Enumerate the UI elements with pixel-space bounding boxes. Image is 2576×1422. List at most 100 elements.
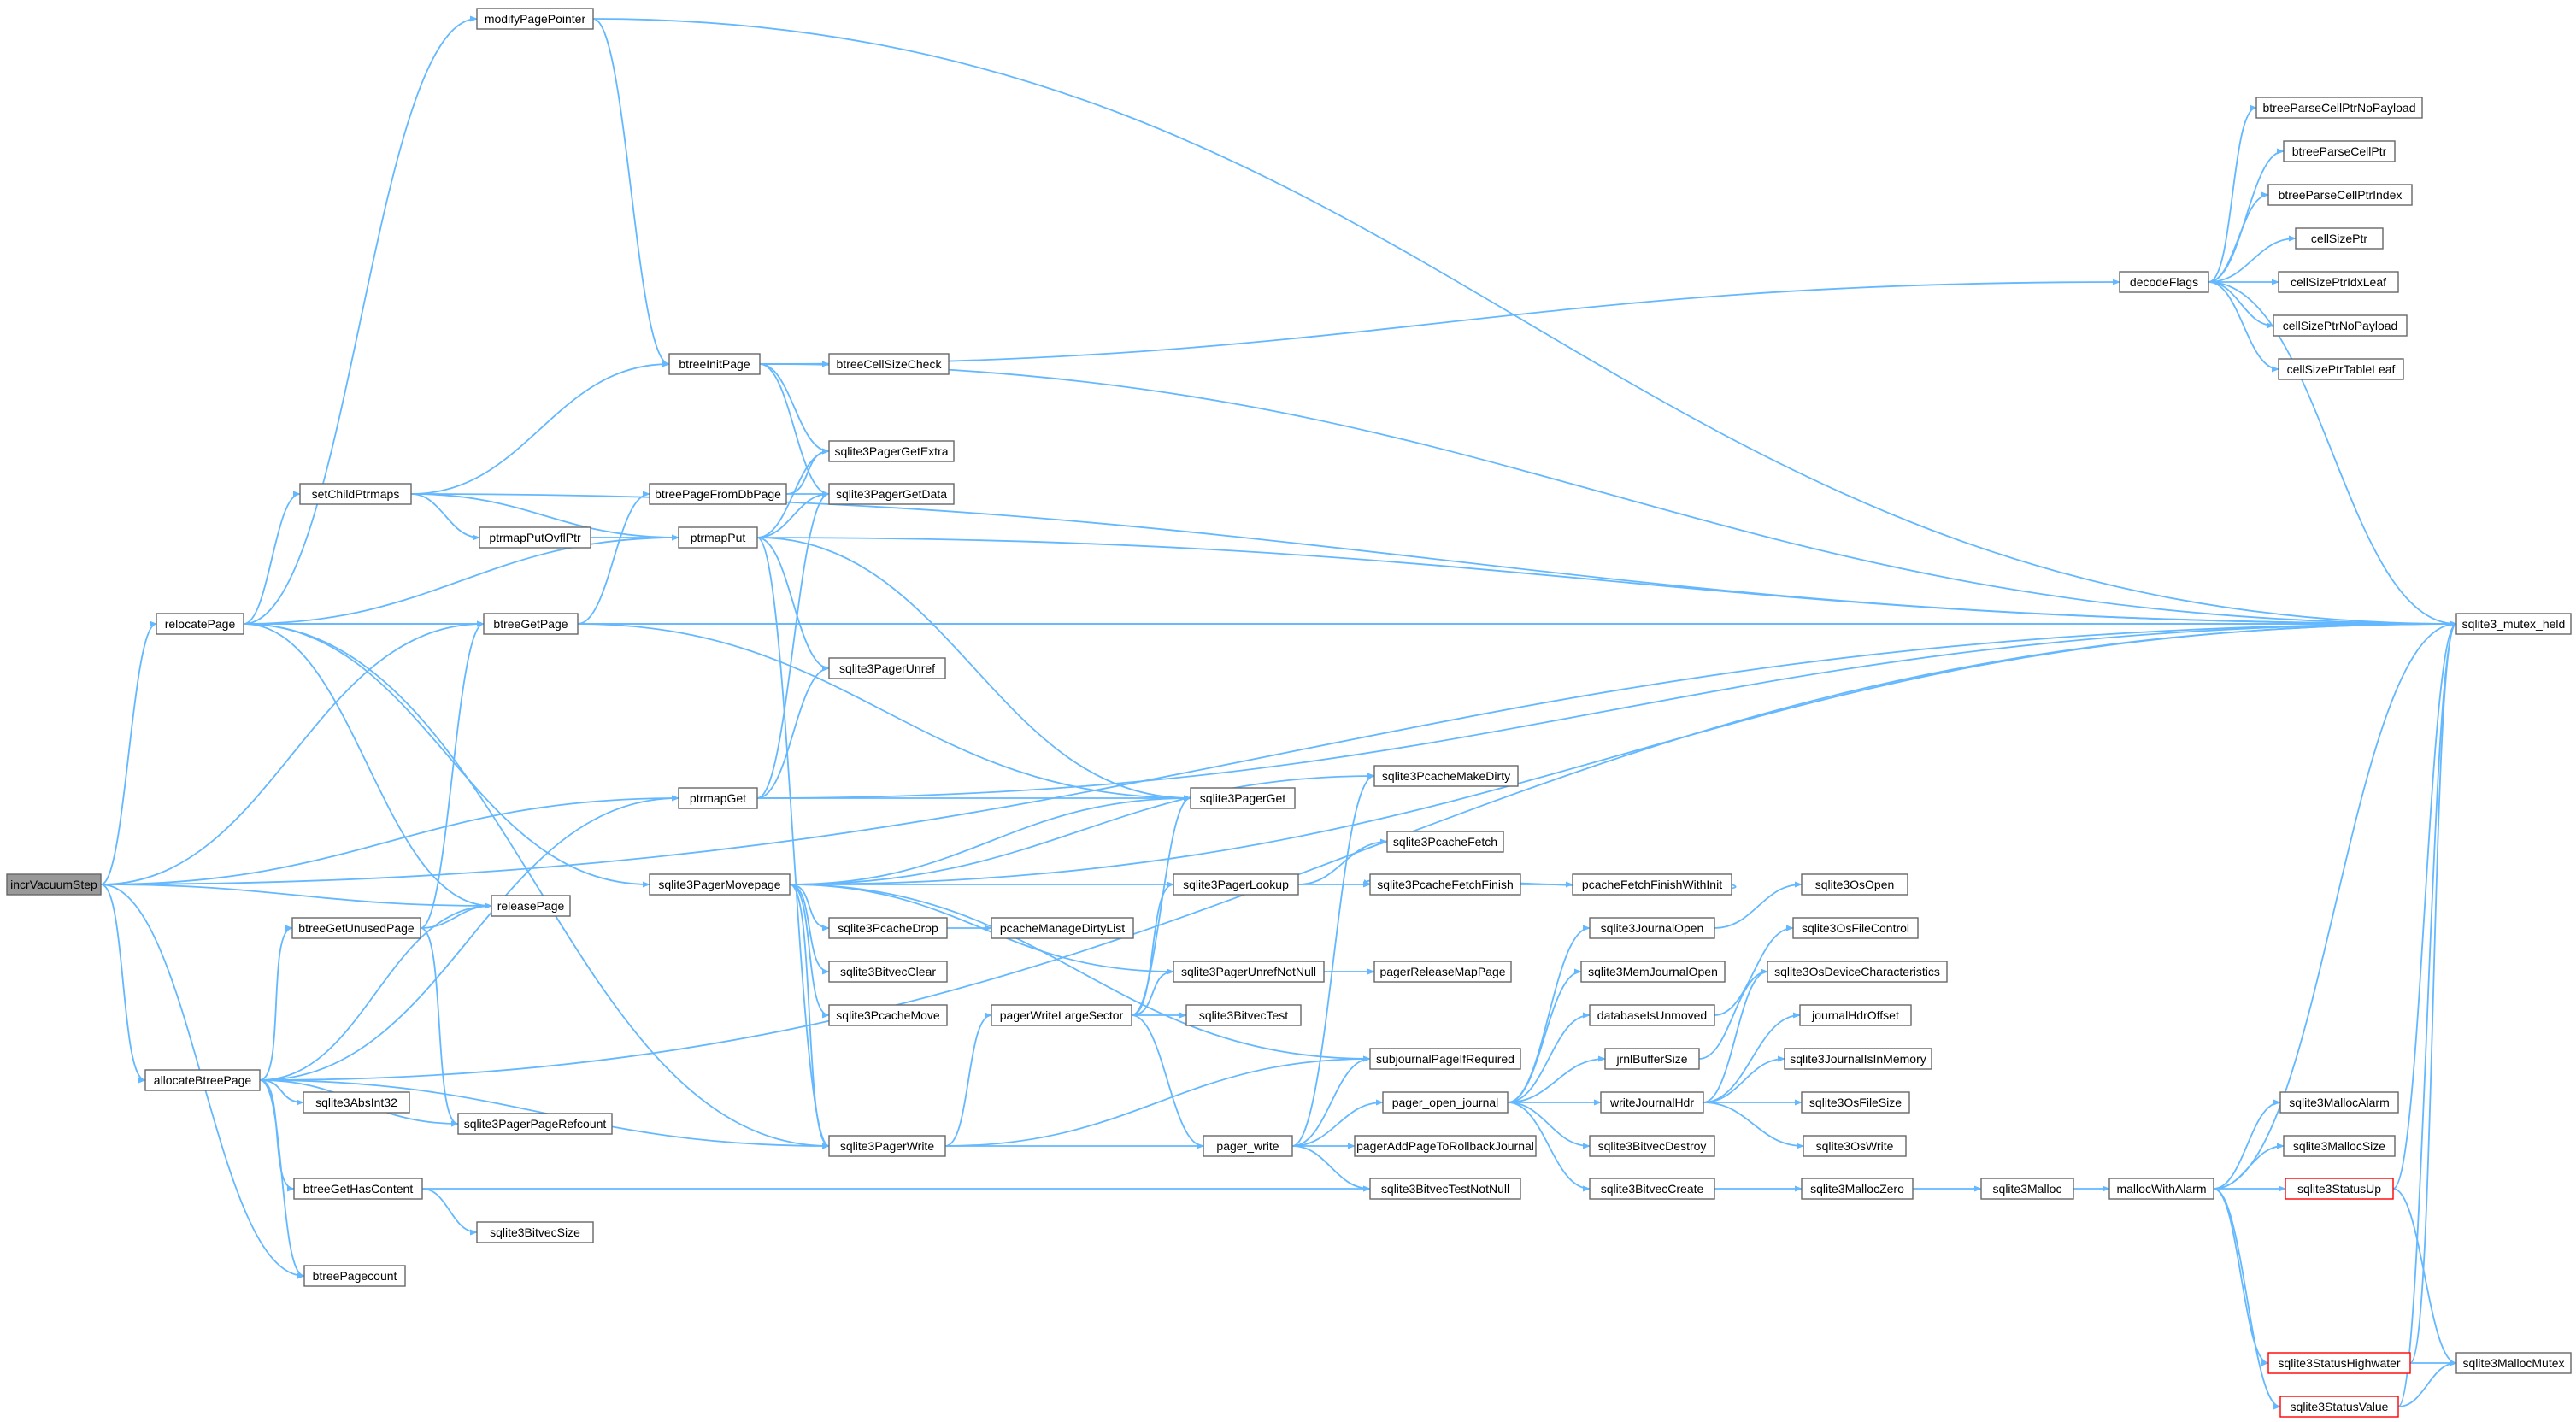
node-box[interactable] xyxy=(1190,787,1296,809)
node-box[interactable] xyxy=(293,1178,423,1200)
node-sqlite3OsWrite[interactable]: sqlite3OsWrite xyxy=(1803,1135,1907,1157)
node-box[interactable] xyxy=(1792,917,1919,939)
node-sqlite3BitvecSize[interactable]: sqlite3BitvecSize xyxy=(476,1221,594,1243)
node-sqlite3AbsInt32[interactable]: sqlite3AbsInt32 xyxy=(303,1091,410,1114)
node-btreePagecount[interactable]: btreePagecount xyxy=(303,1265,406,1287)
node-sqlite3BitvecCreate[interactable]: sqlite3BitvecCreate xyxy=(1589,1178,1715,1200)
node-box[interactable] xyxy=(1801,873,1908,896)
node-box[interactable] xyxy=(2455,613,2572,635)
node-sqlite3MallocMutex[interactable]: sqlite3MallocMutex xyxy=(2455,1352,2572,1374)
node-box[interactable] xyxy=(1173,961,1325,983)
node-btreeParseCellPtrNoPayload[interactable]: btreeParseCellPtrNoPayload xyxy=(2255,97,2423,119)
node-box[interactable] xyxy=(2283,1135,2396,1157)
node-sqlite3PcacheFetch[interactable]: sqlite3PcacheFetch xyxy=(1386,831,1504,853)
node-box[interactable] xyxy=(457,1113,613,1135)
node-box[interactable] xyxy=(1173,873,1299,896)
node-box[interactable] xyxy=(828,657,946,679)
node-btreeCellSizeCheck[interactable]: btreeCellSizeCheck xyxy=(828,353,950,375)
node-box[interactable] xyxy=(1803,1135,1907,1157)
node-sqlite3PagerUnref[interactable]: sqlite3PagerUnref xyxy=(828,657,946,679)
node-box[interactable] xyxy=(299,483,412,505)
node-box[interactable] xyxy=(479,526,591,549)
node-sqlite3MallocAlarm[interactable]: sqlite3MallocAlarm xyxy=(2279,1091,2399,1114)
node-box[interactable] xyxy=(828,1004,948,1026)
node-journalHdrOffset[interactable]: journalHdrOffset xyxy=(1799,1004,1912,1026)
node-box[interactable] xyxy=(6,873,102,896)
node-box[interactable] xyxy=(828,1135,946,1157)
node-cellSizePtrTableLeaf[interactable]: cellSizePtrTableLeaf xyxy=(2278,358,2404,380)
node-pcacheManageDirtyList[interactable]: pcacheManageDirtyList xyxy=(991,917,1134,939)
node-pager_write[interactable]: pager_write xyxy=(1203,1135,1293,1157)
node-box[interactable] xyxy=(1799,1004,1912,1026)
node-sqlite3BitvecTest[interactable]: sqlite3BitvecTest xyxy=(1185,1004,1302,1026)
node-sqlite3PagerUnrefNotNull[interactable]: sqlite3PagerUnrefNotNull xyxy=(1173,961,1325,983)
node-sqlite3_mutex_held[interactable]: sqlite3_mutex_held xyxy=(2455,613,2572,635)
node-sqlite3PagerMovepage[interactable]: sqlite3PagerMovepage xyxy=(649,873,791,896)
node-box[interactable] xyxy=(1589,917,1715,939)
node-box[interactable] xyxy=(991,1004,1132,1026)
node-cellSizePtrNoPayload[interactable]: cellSizePtrNoPayload xyxy=(2273,314,2408,337)
node-box[interactable] xyxy=(1382,1091,1509,1114)
node-sqlite3PagerPageRefcount[interactable]: sqlite3PagerPageRefcount xyxy=(457,1113,613,1135)
node-btreeParseCellPtr[interactable]: btreeParseCellPtr xyxy=(2283,140,2396,162)
node-sqlite3Malloc[interactable]: sqlite3Malloc xyxy=(1980,1178,2074,1200)
node-sqlite3StatusUp[interactable]: sqlite3StatusUp xyxy=(2285,1178,2394,1200)
node-sqlite3BitvecDestroy[interactable]: sqlite3BitvecDestroy xyxy=(1589,1135,1715,1157)
node-box[interactable] xyxy=(1589,1178,1715,1200)
node-box[interactable] xyxy=(1589,1135,1715,1157)
node-pcacheFetchFinishWithInit[interactable]: pcacheFetchFinishWithInit xyxy=(1572,873,1732,896)
node-sqlite3StatusValue[interactable]: sqlite3StatusValue xyxy=(2279,1396,2399,1418)
node-box[interactable] xyxy=(2455,1352,2572,1374)
node-box[interactable] xyxy=(1369,1048,1521,1070)
node-ptrmapPut[interactable]: ptrmapPut xyxy=(678,526,758,549)
node-sqlite3PcacheDrop[interactable]: sqlite3PcacheDrop xyxy=(828,917,948,939)
node-box[interactable] xyxy=(1980,1178,2074,1200)
node-decodeFlags[interactable]: decodeFlags xyxy=(2119,271,2209,293)
node-sqlite3MallocSize[interactable]: sqlite3MallocSize xyxy=(2283,1135,2396,1157)
node-sqlite3PcacheMove[interactable]: sqlite3PcacheMove xyxy=(828,1004,948,1026)
node-box[interactable] xyxy=(1604,1048,1700,1070)
node-box[interactable] xyxy=(144,1069,261,1091)
node-box[interactable] xyxy=(1801,1091,1910,1114)
node-box[interactable] xyxy=(828,917,948,939)
node-box[interactable] xyxy=(2267,184,2413,206)
node-box[interactable] xyxy=(483,613,579,635)
node-sqlite3PagerWrite[interactable]: sqlite3PagerWrite xyxy=(828,1135,946,1157)
node-box[interactable] xyxy=(828,353,950,375)
node-ptrmapPutOvflPtr[interactable]: ptrmapPutOvflPtr xyxy=(479,526,591,549)
node-box[interactable] xyxy=(1600,1091,1704,1114)
node-box[interactable] xyxy=(1354,1135,1537,1157)
node-incrVacuumStep[interactable]: incrVacuumStep xyxy=(6,873,102,896)
node-box[interactable] xyxy=(1373,961,1512,983)
node-sqlite3PagerGetData[interactable]: sqlite3PagerGetData xyxy=(828,483,955,505)
node-box[interactable] xyxy=(1203,1135,1293,1157)
node-box[interactable] xyxy=(2273,314,2408,337)
node-sqlite3JournalOpen[interactable]: sqlite3JournalOpen xyxy=(1589,917,1715,939)
node-btreeGetUnusedPage[interactable]: btreeGetUnusedPage xyxy=(291,917,421,939)
node-pagerReleaseMapPage[interactable]: pagerReleaseMapPage xyxy=(1373,961,1512,983)
node-sqlite3OsOpen[interactable]: sqlite3OsOpen xyxy=(1801,873,1908,896)
node-box[interactable] xyxy=(828,961,948,983)
node-sqlite3OsFileSize[interactable]: sqlite3OsFileSize xyxy=(1801,1091,1910,1114)
node-ptrmapGet[interactable]: ptrmapGet xyxy=(678,787,758,809)
node-pager_open_journal[interactable]: pager_open_journal xyxy=(1382,1091,1509,1114)
node-box[interactable] xyxy=(291,917,421,939)
node-box[interactable] xyxy=(991,917,1134,939)
node-box[interactable] xyxy=(1589,1004,1715,1026)
node-box[interactable] xyxy=(2279,1396,2399,1418)
node-box[interactable] xyxy=(476,1221,594,1243)
node-sqlite3PagerGet[interactable]: sqlite3PagerGet xyxy=(1190,787,1296,809)
node-box[interactable] xyxy=(303,1265,406,1287)
node-box[interactable] xyxy=(2119,271,2209,293)
node-box[interactable] xyxy=(649,873,791,896)
node-jrnlBufferSize[interactable]: jrnlBufferSize xyxy=(1604,1048,1700,1070)
node-box[interactable] xyxy=(1373,765,1519,787)
node-box[interactable] xyxy=(828,483,955,505)
node-sqlite3PagerGetExtra[interactable]: sqlite3PagerGetExtra xyxy=(828,440,955,462)
node-box[interactable] xyxy=(2285,1178,2394,1200)
node-sqlite3JournalIsInMemory[interactable]: sqlite3JournalIsInMemory xyxy=(1784,1048,1932,1070)
node-box[interactable] xyxy=(2278,271,2399,293)
node-box[interactable] xyxy=(2295,227,2384,250)
node-pagerAddPageToRollbackJournal[interactable]: pagerAddPageToRollbackJournal xyxy=(1354,1135,1537,1157)
node-box[interactable] xyxy=(2278,358,2404,380)
